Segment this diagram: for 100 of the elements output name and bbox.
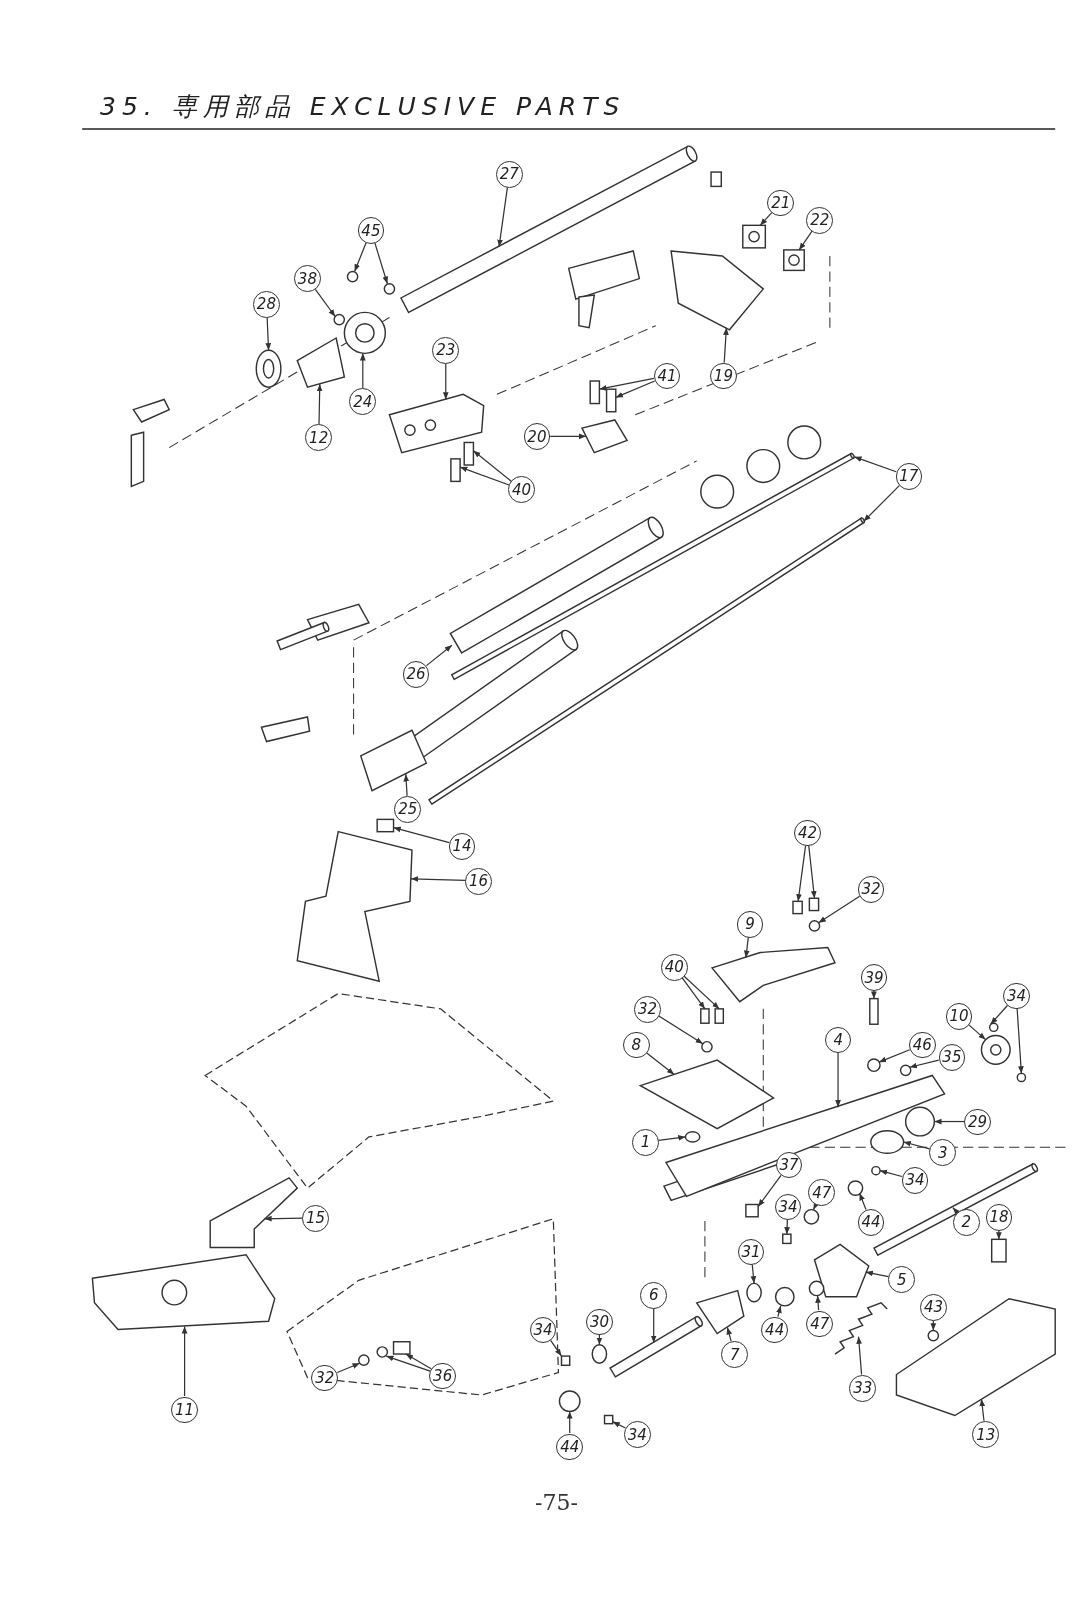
leader-line: [757, 1174, 782, 1208]
machine-part: [91, 1253, 276, 1331]
machine-part: [358, 1354, 370, 1366]
callout-number: 20: [523, 423, 551, 450]
machine-part: [333, 313, 346, 326]
callout-number: 29: [964, 1108, 991, 1136]
leader-line: [743, 936, 750, 959]
leader-line: [835, 1052, 841, 1108]
machine-part: [792, 900, 803, 915]
leader-line: [359, 352, 366, 389]
leader-line: [784, 1219, 790, 1235]
callout-number: 5: [888, 1266, 915, 1294]
leader-line: [681, 977, 706, 1010]
leader-line: [796, 845, 807, 902]
machine-part: [605, 388, 617, 413]
leader-line: [392, 826, 450, 844]
callout-number: 40: [508, 476, 535, 504]
callout-number: 14: [448, 833, 476, 860]
callout-number: 32: [311, 1364, 339, 1392]
machine-part: [359, 729, 428, 792]
machine-part: [449, 516, 664, 654]
machine-part: [746, 1282, 762, 1303]
leader-line: [354, 242, 367, 273]
callout-number: 4: [824, 1026, 852, 1054]
leader-line: [598, 377, 655, 391]
machine-part: [895, 1297, 1056, 1417]
machine-part: [558, 1390, 581, 1413]
machine-part: [255, 349, 282, 388]
page-title: 35. 専用部品 EXCLUSIVE PARTS: [100, 91, 626, 123]
leader-line: [815, 1295, 821, 1311]
leader-line: [658, 1015, 704, 1045]
callout-number: 22: [806, 206, 834, 234]
machine-part: [927, 1329, 940, 1342]
leader-line: [403, 773, 410, 797]
machine-part: [609, 1315, 703, 1378]
callout-number: 8: [623, 1031, 650, 1059]
callout-number: 11: [171, 1396, 198, 1424]
callout-number: 7: [721, 1341, 748, 1368]
machine-part: [988, 1022, 999, 1033]
callout-number: 18: [985, 1204, 1013, 1231]
leader-line: [1016, 1008, 1024, 1074]
callout-number: 21: [767, 189, 795, 217]
callout-number: 39: [860, 964, 888, 991]
callout-number: 6: [640, 1281, 668, 1309]
leader-line: [410, 876, 466, 882]
callout-number: 43: [920, 1294, 947, 1321]
leader-line: [863, 485, 900, 522]
leader-line: [683, 975, 720, 1010]
machine-part: [808, 920, 821, 932]
machine-part: [808, 1280, 825, 1297]
callout-number: 31: [737, 1238, 765, 1266]
leader-line: [385, 1355, 431, 1372]
callout-number: 46: [908, 1031, 936, 1059]
leader-line: [314, 288, 336, 318]
leader-line: [726, 1326, 733, 1342]
machine-part: [450, 458, 461, 483]
leader-line: [930, 1319, 937, 1332]
callout-number: 10: [945, 1003, 973, 1030]
machine-part: [1016, 1072, 1027, 1083]
leader-line: [871, 989, 877, 1000]
machine-part: [990, 1238, 1007, 1263]
machine-part: [701, 1040, 713, 1053]
leader-line: [979, 1398, 986, 1422]
leader-line: [596, 1333, 603, 1346]
callout-number: 42: [794, 819, 821, 847]
callout-number: 34: [901, 1167, 929, 1194]
machine-part: [296, 336, 346, 389]
callout-number: 47: [806, 1310, 834, 1338]
leader-line: [856, 1336, 863, 1376]
machine-part: [745, 1203, 759, 1218]
leader-line: [658, 1134, 687, 1141]
callout-number: 44: [761, 1316, 788, 1344]
callout-number: 16: [465, 867, 492, 895]
leader-line: [374, 242, 388, 285]
leader-line: [497, 186, 509, 248]
machine-part: [871, 1165, 881, 1176]
machine-part: [782, 1233, 792, 1245]
callout-number: 34: [529, 1316, 557, 1344]
leader-line: [549, 433, 587, 440]
leader-line: [405, 1353, 432, 1370]
machine-part: [774, 1286, 795, 1307]
leader-line: [425, 644, 453, 667]
leader-line: [646, 1052, 675, 1076]
machine-part: [400, 145, 698, 314]
machine-part: [463, 441, 475, 466]
machine-part: [591, 1344, 608, 1364]
leader-line: [459, 466, 510, 486]
machine-part: [376, 1346, 389, 1358]
callout-number: 35: [938, 1044, 966, 1071]
leader-line: [759, 212, 773, 226]
callout-number: 24: [349, 388, 377, 415]
leader-line: [615, 380, 656, 398]
machine-part: [589, 380, 601, 405]
leader-line: [181, 1325, 188, 1397]
callout-number: 32: [857, 876, 885, 903]
machine-part: [834, 1302, 888, 1355]
callout-number: 2: [952, 1209, 980, 1236]
machine-part: [209, 1176, 299, 1249]
callout-number: 38: [294, 265, 321, 292]
machine-part: [867, 1058, 881, 1073]
